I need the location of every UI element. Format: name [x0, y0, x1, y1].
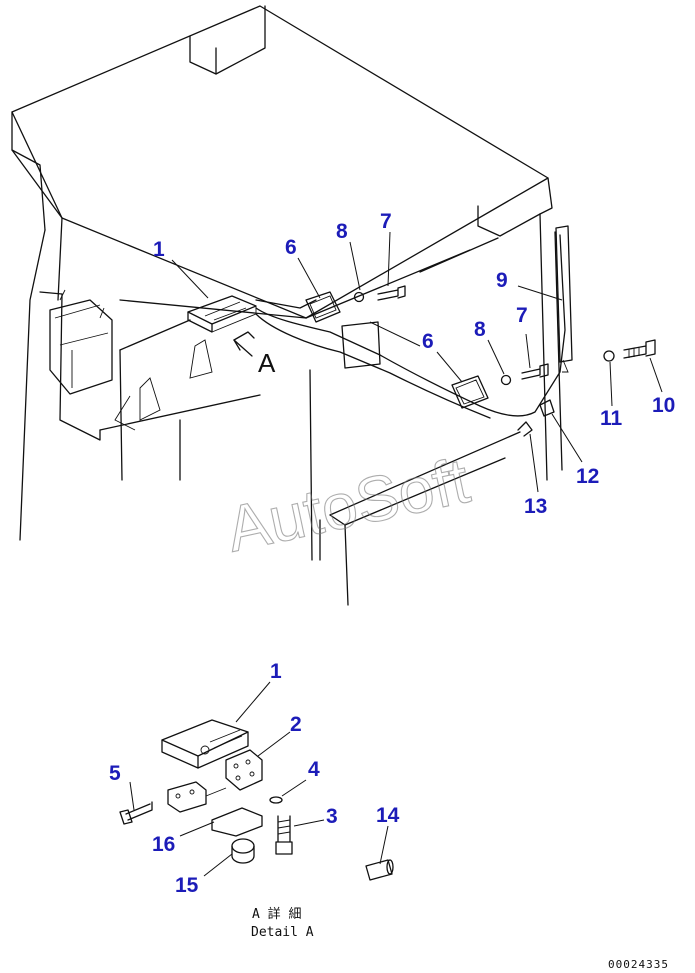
callouts: 1 6 8 7 9 6 8 7 11 10 12 13 1 2 4 5 3 14… — [109, 210, 675, 897]
callout-6-lower: 6 — [422, 330, 434, 353]
harness — [187, 225, 656, 437]
detail-caption-en: Detail A — [251, 925, 314, 940]
document-id: 00024335 — [608, 958, 669, 971]
callout-7-upper: 7 — [380, 210, 392, 233]
callout-13: 13 — [524, 495, 547, 518]
watermark-text: AutoSoft — [220, 444, 475, 566]
callout-1-main: 1 — [153, 238, 165, 261]
callout-4: 4 — [308, 758, 320, 781]
callout-15: 15 — [175, 874, 199, 897]
view-marker-a: A — [258, 348, 276, 378]
callout-8-upper: 8 — [336, 220, 348, 243]
callout-12: 12 — [576, 465, 599, 488]
callout-5: 5 — [109, 762, 121, 785]
callout-11: 11 — [600, 407, 623, 430]
leader-lines — [171, 231, 663, 493]
callout-1-detail: 1 — [270, 660, 282, 683]
callout-8-lower: 8 — [474, 318, 486, 341]
callout-16: 16 — [152, 833, 175, 856]
callout-7-lower: 7 — [516, 304, 528, 327]
callout-14: 14 — [376, 804, 400, 827]
callout-3: 3 — [326, 805, 338, 828]
callout-9: 9 — [496, 269, 508, 292]
detail-a-drawing — [119, 681, 394, 881]
callout-2: 2 — [290, 713, 302, 736]
callout-10: 10 — [652, 394, 675, 417]
detail-caption-jp: A 詳 細 — [252, 906, 301, 922]
callout-6-upper: 6 — [285, 236, 297, 259]
